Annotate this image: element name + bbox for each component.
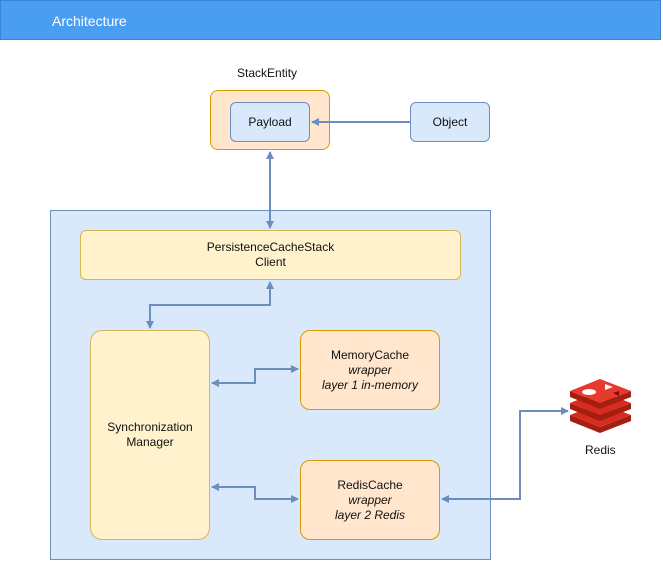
stack-entity-label: StackEntity — [237, 66, 298, 80]
payload-label: Payload — [248, 114, 292, 129]
client-node[interactable]: PersistenceCacheStack Client — [80, 230, 461, 280]
memory-cache-title: MemoryCache — [330, 347, 410, 362]
object-label: Object — [432, 114, 468, 129]
arrow-client-sync — [146, 281, 274, 329]
memory-cache-sub2: layer 1 in-memory — [321, 377, 419, 392]
redis-cache-sub2: layer 2 Redis — [334, 507, 406, 522]
memory-cache-node[interactable]: MemoryCache wrapper layer 1 in-memory — [300, 330, 440, 410]
client-label-line2: Client — [255, 255, 286, 269]
object-node[interactable]: Object — [410, 102, 490, 142]
redis-cache-node[interactable]: RedisCache wrapper layer 2 Redis — [300, 460, 440, 540]
sync-manager-node[interactable]: Synchronization Manager — [90, 330, 210, 540]
payload-node[interactable]: Payload — [230, 102, 310, 142]
arrow-rediscache-redis — [441, 407, 569, 503]
sync-label-line2: Manager — [126, 435, 174, 449]
sync-label-line1: Synchronization — [107, 420, 193, 434]
arrow-sync-memory — [211, 365, 299, 387]
redis-cache-sub1: wrapper — [348, 492, 392, 507]
client-label-line1: PersistenceCacheStack — [206, 240, 335, 254]
page-title: Architecture — [52, 13, 127, 29]
redis-label: Redis — [585, 443, 616, 457]
redis-logo-icon — [570, 379, 631, 433]
memory-cache-sub1: wrapper — [348, 362, 392, 377]
arrow-sync-rediscache — [211, 483, 299, 503]
header-bar: Architecture — [0, 0, 661, 40]
redis-cache-title: RedisCache — [337, 477, 403, 492]
